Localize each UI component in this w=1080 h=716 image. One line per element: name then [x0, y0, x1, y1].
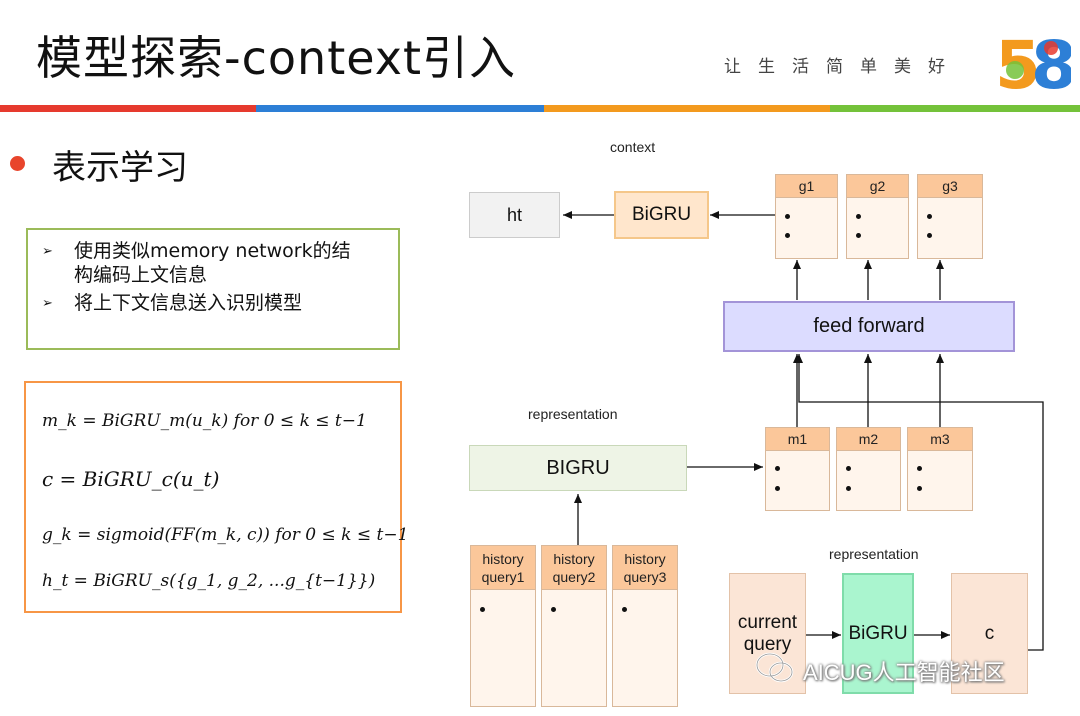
bigru-context-node: BiGRU	[614, 191, 709, 239]
m1-dot	[775, 486, 780, 491]
current-query-l2: query	[743, 633, 792, 655]
g2-cell	[846, 197, 909, 259]
m3-dot	[917, 466, 922, 471]
svg-text:8: 8	[1031, 27, 1071, 96]
m1-cell	[765, 450, 830, 511]
g2-dot	[856, 233, 861, 238]
bigru-current-node: BiGRU	[842, 573, 914, 694]
feed-forward-node: feed forward	[723, 301, 1015, 352]
formula-mk: m_k = BiGRU_m(u_k) for 0 ≤ k ≤ t−1	[42, 411, 367, 431]
formula-ht: h_t = BiGRU_s({g_1, g_2, ...g_{t−1}})	[42, 571, 376, 591]
history-query3-dot	[622, 607, 627, 612]
history-query3-l1: history	[624, 550, 666, 567]
arrow-bullet-icon: ➢	[42, 296, 53, 311]
formula-gk: g_k = sigmoid(FF(m_k, c)) for 0 ≤ k ≤ t−…	[42, 525, 409, 545]
brand-slogan: 让生活简单美好	[724, 57, 962, 77]
history-query2-dot	[551, 607, 556, 612]
g3-dot	[927, 214, 932, 219]
m2-dot	[846, 486, 851, 491]
arrow-bullet-icon: ➢	[42, 244, 53, 259]
g1-header: g1	[775, 174, 838, 198]
m2-cell	[836, 450, 901, 511]
g3-cell	[917, 197, 983, 259]
g2-dot	[856, 214, 861, 219]
g3-dot	[927, 233, 932, 238]
m2-header: m2	[836, 427, 901, 451]
representation-label-bottom: representation	[829, 546, 919, 562]
notes-box: ➢ 使用类似memory network的结 构编码上文信息 ➢ 将上下文信息送…	[26, 228, 400, 350]
g1-cell	[775, 197, 838, 259]
header-stripe-red	[0, 105, 256, 112]
m1-header: m1	[765, 427, 830, 451]
header-stripe-blue	[256, 105, 544, 112]
formula-c: c = BiGRU_c(u_t)	[42, 467, 220, 491]
history-query2-l1: history	[553, 550, 595, 567]
bigru-history-node: BIGRU	[469, 445, 687, 491]
m3-dot	[917, 486, 922, 491]
m2-dot	[846, 466, 851, 471]
current-query-l1: current	[737, 611, 798, 633]
note-item-1-line1: 使用类似memory network的结	[74, 240, 351, 262]
current-query-node: current query	[729, 573, 806, 694]
m3-cell	[907, 450, 973, 511]
section-bullet-icon	[10, 156, 25, 171]
history-query1-dot	[480, 607, 485, 612]
note-item-1-line2: 构编码上文信息	[74, 264, 208, 286]
header-stripe-green	[830, 105, 1080, 112]
brand-logo-icon: 5 8	[995, 27, 1071, 96]
watermark-text: AICUG人工智能社区	[803, 660, 1005, 685]
wechat-icon	[755, 652, 794, 683]
page-title: 模型探索-context引入	[36, 31, 516, 85]
g1-dot	[785, 233, 790, 238]
context-label: context	[610, 139, 656, 155]
history-query3-l2: query3	[623, 568, 667, 585]
ht-node: ht	[469, 192, 560, 238]
header-stripe-orange	[544, 105, 830, 112]
history-query2-l2: query2	[552, 568, 596, 585]
history-query1-l2: query1	[481, 568, 525, 585]
history-query1-l1: history	[482, 550, 524, 567]
m1-dot	[775, 466, 780, 471]
c-node: c	[951, 573, 1028, 694]
g1-dot	[785, 214, 790, 219]
note-item-2: 将上下文信息送入识别模型	[74, 292, 303, 314]
g2-header: g2	[846, 174, 909, 198]
section-heading: 表示学习	[52, 148, 188, 188]
m3-header: m3	[907, 427, 973, 451]
svg-text:5: 5	[995, 27, 1041, 96]
representation-label-top: representation	[528, 406, 618, 422]
formula-box: m_k = BiGRU_m(u_k) for 0 ≤ k ≤ t−1 c = B…	[24, 381, 408, 613]
g3-header: g3	[917, 174, 983, 198]
